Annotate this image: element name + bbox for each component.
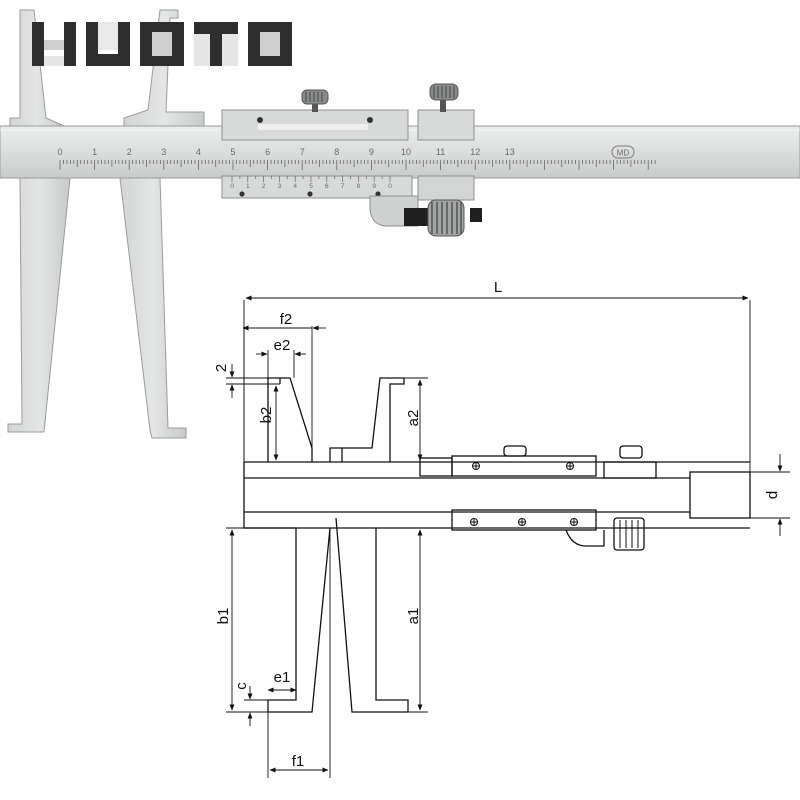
dim-f2-label: f2 — [280, 311, 293, 328]
lock-screw-2 — [429, 83, 459, 112]
maker-mark: MD — [611, 145, 635, 159]
vernier-number: 8 — [357, 183, 361, 190]
main-scale-number: 10 — [401, 147, 411, 157]
dim-b2-label: b2 — [258, 407, 275, 424]
dimension-lines — [226, 295, 790, 778]
vernier-number: 1 — [246, 183, 250, 190]
dim-L-label: L — [494, 279, 502, 296]
vernier-number: 0 — [388, 183, 392, 190]
maker-mark-text: MD — [617, 149, 630, 158]
main-scale-number: 7 — [300, 147, 305, 157]
main-scale-number: 6 — [265, 147, 270, 157]
brand-logo-mark — [32, 22, 292, 66]
lower-sliding-jaw — [119, 177, 187, 439]
fine-adjust-clamp — [369, 109, 482, 227]
lower-fixed-jaw — [7, 177, 71, 433]
main-scale-number: 4 — [196, 147, 201, 157]
dim-b1-label: b1 — [215, 608, 232, 625]
dimension-labels: L d f2 e2 2 b2 a2 b1 a1 c e1 f1 — [213, 279, 781, 770]
vernier-scale-numbers: 0 1 2 3 4 5 6 7 8 9 0 — [230, 183, 392, 190]
vernier-number: 5 — [309, 183, 313, 190]
main-scale-number: 3 — [161, 147, 166, 157]
drawing-outline — [243, 377, 751, 713]
dim-f1-label: f1 — [292, 753, 305, 770]
dim-c-label: c — [233, 682, 250, 690]
dim-a2-label: a2 — [405, 410, 422, 427]
dim-d-label: d — [764, 491, 781, 499]
lock-screw-1 — [301, 89, 329, 112]
vernier-number: 9 — [372, 183, 376, 190]
dim-2-label: 2 — [213, 364, 230, 372]
main-scale-number: 5 — [230, 147, 235, 157]
vernier-slider: 0 1 2 3 4 5 6 7 8 9 0 — [221, 109, 413, 199]
vernier-number: 6 — [325, 183, 329, 190]
fine-adjust-wheel — [427, 199, 465, 237]
main-scale-number: 8 — [334, 147, 339, 157]
main-scale-number: 9 — [369, 147, 374, 157]
vernier-number: 4 — [293, 183, 297, 190]
brand-logo — [32, 22, 292, 68]
vernier-number: 7 — [341, 183, 345, 190]
main-scale-number: 11 — [436, 147, 445, 157]
main-scale-number: 1 — [92, 147, 97, 157]
main-scale — [59, 160, 656, 170]
main-scale-number: 0 — [57, 147, 62, 157]
main-scale-number: 12 — [470, 147, 480, 157]
drawing-screws — [470, 462, 639, 548]
vernier-number: 2 — [262, 183, 266, 190]
dim-e1-label: e1 — [274, 669, 291, 686]
main-scale-number: 2 — [127, 147, 132, 157]
upper-sliding-jaw — [123, 9, 205, 129]
vernier-number: 3 — [278, 183, 282, 190]
main-scale-number: 13 — [505, 147, 515, 157]
vernier-number: 0 — [230, 183, 234, 190]
dim-e2-label: e2 — [274, 337, 291, 354]
dim-a1-label: a1 — [405, 608, 422, 625]
